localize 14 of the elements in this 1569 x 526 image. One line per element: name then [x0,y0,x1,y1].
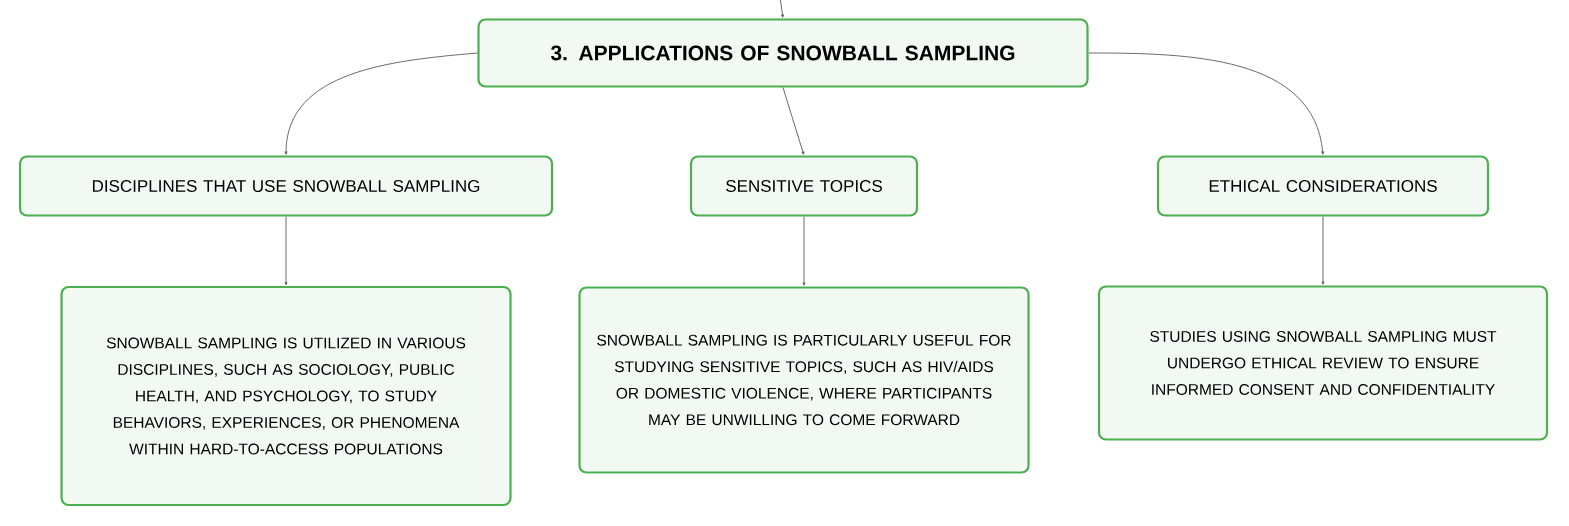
arrow [1321,216,1325,285]
arrow [1088,52,1325,155]
arrow [284,52,478,155]
topic-box: DISCIPLINES THAT USE SNOWBALL SAMPLING [18,155,554,217]
title-box: 3. APPLICATIONS OF SNOWBALL SAMPLING [477,18,1089,88]
description-box: SNOWBALL SAMPLING IS UTILIZED IN VARIOUS DISCIPLINES, SUCH AS SOCIOLOGY, PUBLIC HEALTH, AND PSYCHOLOGY, TO STUDY BEHAVIORS, EXPERIENCES, OR PHENOMENA WITHIN HARD-TO-ACCESS POPULATIONS [60,285,512,507]
arrow [284,216,288,286]
topic-box: SENSITIVE TOPICS [689,155,919,217]
description-box: STUDIES USING SNOWBALL SAMPLING MUST UNDERGO ETHICAL REVIEW TO ENSURE INFORMED CONSENT AND CONFIDENTIALITY [1097,285,1549,441]
description-box: SNOWBALL SAMPLING IS PARTICULARLY USEFUL FOR STUDYING SENSITIVE TOPICS, SUCH AS HIV/AIDS OR DOMESTIC VIOLENCE, WHERE PARTICIPANTS MAY BE UNWILLING TO COME FORWARD [578,286,1030,474]
arrow [782,87,805,155]
arrow [779,0,784,18]
topic-box: ETHICAL CONSIDERATIONS [1156,155,1490,217]
arrow [802,216,806,286]
